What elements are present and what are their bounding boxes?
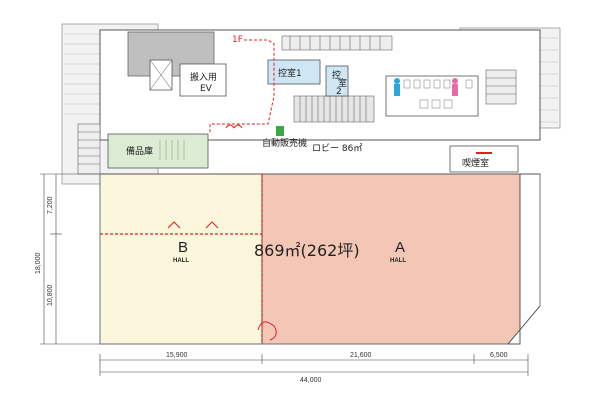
stairs-central — [293, 95, 375, 123]
men-restroom-icon-head — [394, 78, 400, 84]
stairs-west — [77, 123, 101, 175]
hall-b-sub: HALL — [173, 258, 189, 264]
smoking-label: 喫煙室 — [462, 157, 489, 169]
dim-bottom-total: 44,000 — [300, 377, 322, 384]
hall-b-letter: B — [178, 239, 188, 256]
to-1f-label: 1F — [232, 35, 243, 45]
dimension-lines-bottom — [99, 354, 529, 376]
door-swing-partition — [167, 221, 219, 229]
smoking-room — [449, 145, 519, 173]
dim-left-top: 7,200 — [47, 196, 54, 214]
restroom-block — [385, 75, 479, 117]
dim-bottom-b: 15,900 — [166, 352, 188, 359]
women-restroom-icon-head — [452, 78, 458, 84]
dim-left-bottom: 10,800 — [47, 284, 54, 306]
dim-left-total: 18,000 — [35, 252, 42, 274]
hall-b — [99, 173, 263, 345]
restroom-fixtures — [403, 79, 473, 109]
women-restroom-icon — [452, 84, 458, 96]
lobby-label: ロビー 86㎡ — [312, 143, 362, 154]
control-room-1-label: 控室1 — [278, 67, 302, 79]
storage-label: 備品庫 — [126, 145, 153, 157]
vending-machine-icon — [276, 126, 284, 136]
freight-elevator — [179, 63, 227, 97]
control-room-2-label-2: 室 — [338, 77, 347, 89]
hall-a-sub: HALL — [390, 258, 406, 264]
vending-label: 自動販売機 — [262, 137, 307, 149]
men-restroom-icon — [394, 84, 400, 96]
structure-grid — [99, 174, 541, 345]
freight-ev-label-2: EV — [200, 84, 213, 94]
control-room-2 — [325, 65, 349, 97]
dim-bottom-a: 21,600 — [350, 352, 372, 359]
storage-room — [107, 133, 209, 169]
control-room-2-label-1: 控 — [332, 69, 341, 81]
storage-shelves — [159, 140, 185, 160]
control-room-2-label-3: 2 — [336, 87, 342, 97]
door-swing-lobby — [225, 124, 243, 129]
control-room-1 — [267, 59, 321, 85]
freight-ev-label-1: 搬入用 — [190, 71, 217, 83]
dimension-lines-left — [40, 173, 100, 345]
stairs-east — [485, 69, 517, 105]
stairs-top — [281, 35, 393, 51]
hall-a — [261, 173, 521, 345]
hall-a-east-corner — [506, 173, 541, 345]
dim-bottom-right: 6,500 — [490, 352, 508, 359]
door-swing-south — [257, 321, 277, 341]
hall-area-label: 869㎡(262坪) — [254, 241, 360, 260]
hall-a-letter: A — [395, 239, 405, 256]
